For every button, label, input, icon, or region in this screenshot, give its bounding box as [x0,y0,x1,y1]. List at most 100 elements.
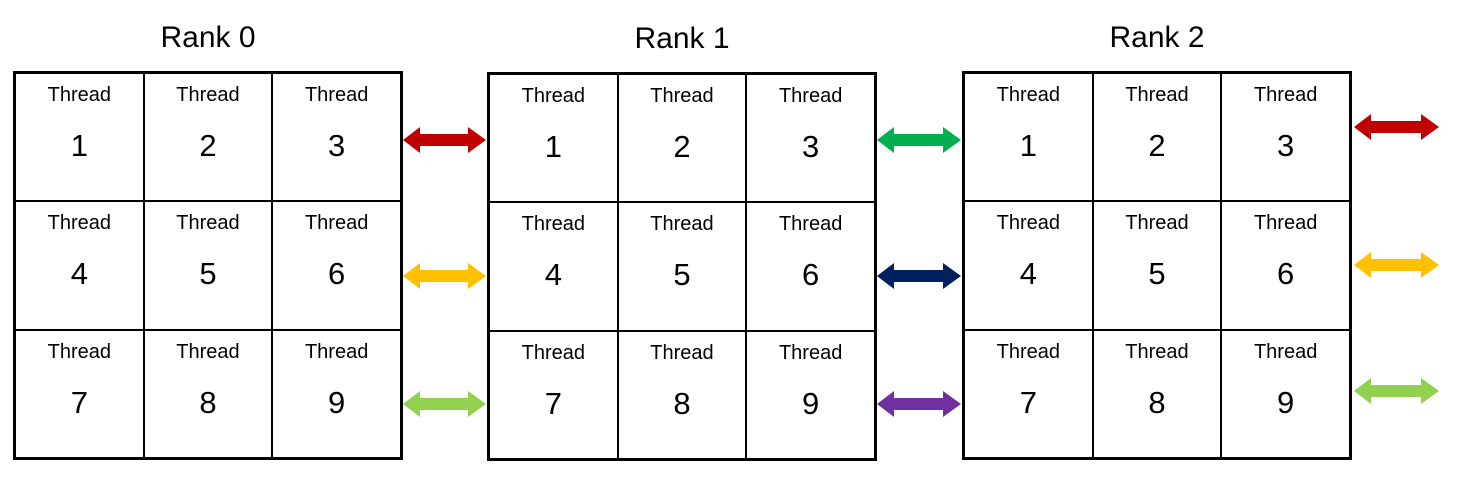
thread-cell: Thread 1 [489,74,618,203]
thread-label: Thread [304,84,369,106]
rank-2: Rank 2 Thread 1 Thread 2 Thread 3 Thread 4 T… [962,21,1352,460]
thread-number: 7 [1019,384,1037,420]
thread-number: 4 [544,257,562,293]
thread-number: 8 [1148,384,1166,420]
thread-label: Thread [47,84,112,106]
thread-label: Thread [176,212,240,235]
thread-label: Thread [650,85,714,107]
thread-label: Thread [778,213,843,236]
thread-label: Thread [304,340,369,363]
double-arrow-icon [877,127,961,153]
thread-label: Thread [1253,212,1318,235]
thread-cell: Thread 5 [1092,201,1222,330]
thread-label: Thread [176,84,240,106]
thread-number: 9 [328,384,346,420]
thread-label: Thread [521,85,586,107]
thread-cell: Thread 3 [272,73,401,202]
thread-number: 2 [673,129,691,164]
double-arrow-icon [1354,378,1439,404]
thread-cell: Thread 4 [15,201,144,330]
thread-label: Thread [778,341,843,364]
thread-number: 8 [673,385,691,421]
thread-label: Thread [650,213,714,236]
thread-label: Thread [47,340,112,363]
thread-cell: Thread 8 [143,329,273,458]
thread-number: 5 [673,257,691,293]
thread-cell: Thread 1 [15,73,144,202]
double-arrow-icon [403,127,486,153]
thread-cell: Thread 7 [964,329,1093,458]
thread-number: 2 [1148,128,1166,163]
thread-cell: Thread 4 [489,202,618,331]
thread-number: 1 [1019,128,1037,163]
thread-label: Thread [1125,212,1189,235]
thread-label: Thread [996,84,1061,106]
thread-number: 1 [70,128,88,163]
thread-cell: Thread 6 [746,202,875,331]
double-arrow-icon [877,263,961,289]
rank-title: Rank 1 [634,22,730,55]
double-arrow-icon [403,391,486,417]
rank-1: Rank 1 Thread 1 Thread 2 Thread 3 Thread 4 T… [487,22,877,461]
thread-cell: Thread 3 [1221,73,1350,202]
thread-label: Thread [996,340,1061,363]
thread-label: Thread [304,212,369,235]
thread-cell: Thread 7 [15,329,144,458]
thread-number: 1 [544,129,562,164]
thread-label: Thread [1125,84,1189,106]
thread-cell: Thread 3 [746,74,875,203]
thread-cell: Thread 4 [964,201,1093,330]
thread-label: Thread [521,341,586,364]
thread-number: 6 [1277,256,1295,292]
thread-cell: Thread 9 [746,330,875,459]
thread-label: Thread [1253,340,1318,363]
thread-label: Thread [650,341,714,364]
thread-cell: Thread 1 [964,73,1093,202]
thread-number: 8 [199,384,217,420]
thread-number: 4 [70,256,88,292]
thread-label: Thread [778,85,843,107]
double-arrow-icon [1354,114,1439,140]
thread-label: Thread [996,212,1061,235]
thread-cell: Thread 5 [143,201,273,330]
thread-number: 5 [1148,256,1166,292]
thread-number: 9 [1277,384,1295,420]
thread-cell: Thread 8 [1092,329,1222,458]
thread-number: 7 [544,385,562,421]
thread-cell: Thread 5 [617,202,747,331]
thread-label: Thread [1253,84,1318,106]
thread-label: Thread [1125,340,1189,363]
thread-label: Thread [521,213,586,236]
double-arrow-icon [877,391,961,417]
double-arrow-icon [403,263,486,289]
thread-number: 3 [802,129,820,164]
thread-number: 4 [1019,256,1037,292]
thread-cell: Thread 9 [272,329,401,458]
thread-cell: Thread 2 [617,74,747,203]
double-arrow-icon [1354,252,1439,278]
thread-cell: Thread 8 [617,330,747,459]
thread-label: Thread [47,212,112,235]
thread-number: 9 [802,385,820,421]
thread-number: 3 [1277,128,1295,163]
rank-title: Rank 2 [1109,21,1205,54]
thread-cell: Thread 6 [1221,201,1350,330]
thread-cell: Thread 2 [143,73,273,202]
thread-number: 7 [70,384,88,420]
thread-number: 3 [328,128,346,163]
thread-number: 5 [199,256,217,292]
thread-number: 6 [802,257,820,293]
thread-cell: Thread 6 [272,201,401,330]
thread-number: 6 [328,256,346,292]
thread-cell: Thread 7 [489,330,618,459]
thread-cell: Thread 9 [1221,329,1350,458]
thread-number: 2 [199,128,217,163]
thread-cell: Thread 2 [1092,73,1222,202]
rank-title: Rank 0 [160,21,256,54]
thread-label: Thread [176,340,240,363]
rank-0: Rank 0 Thread 1 Thread 2 Thread 3 Thread 4 T… [13,21,403,460]
